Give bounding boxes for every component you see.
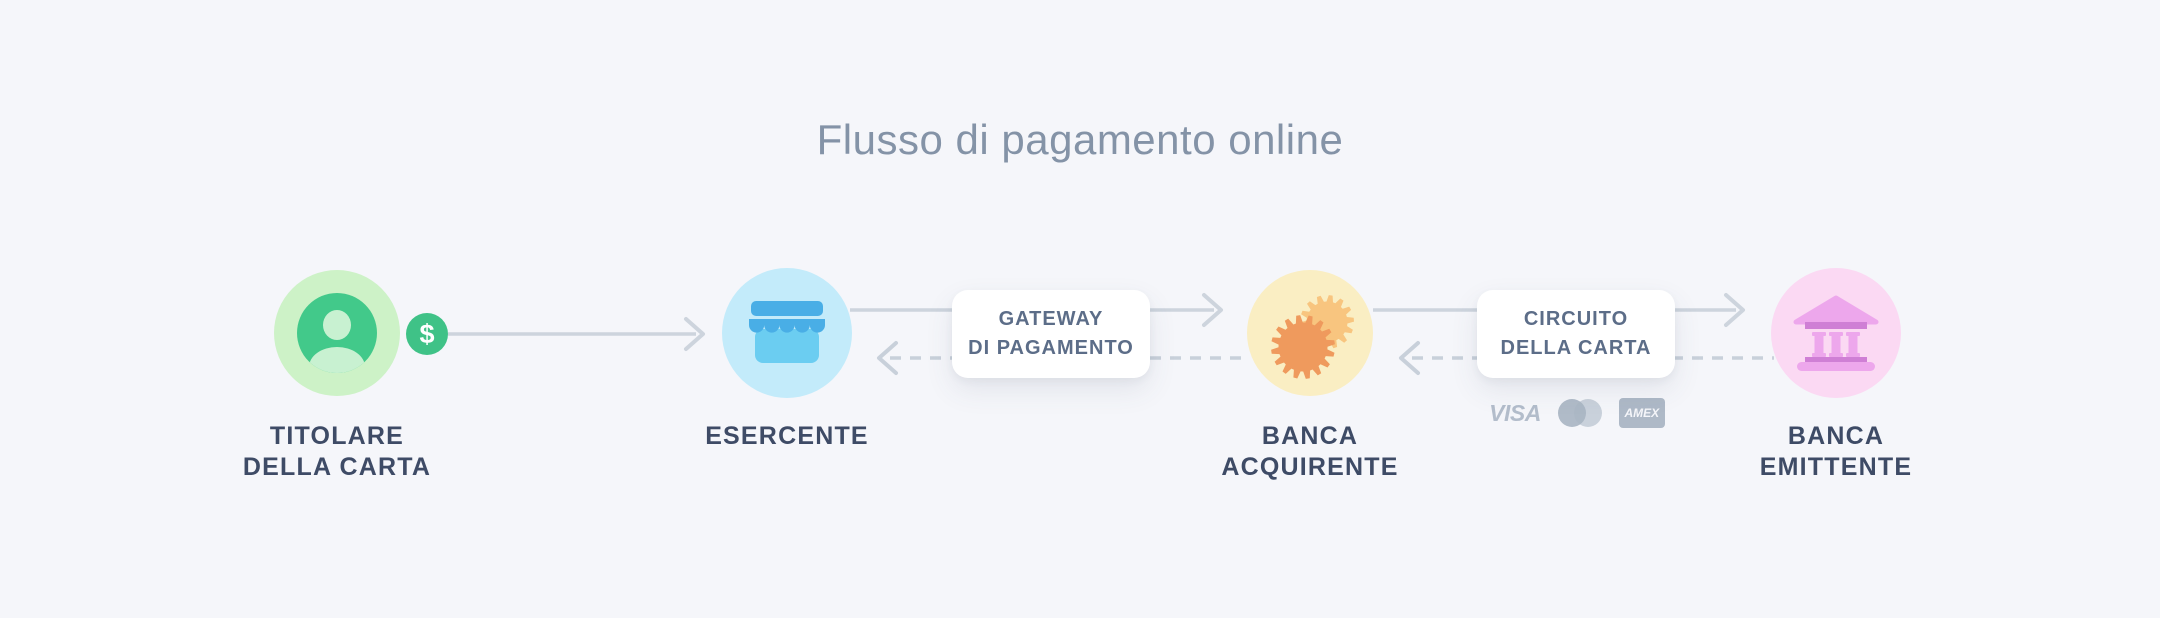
gears-icon bbox=[1271, 295, 1354, 379]
merchant-node bbox=[722, 268, 852, 398]
mastercard-left-circle bbox=[1557, 399, 1586, 427]
acquirer-label: BANCA ACQUIRENTE bbox=[1140, 421, 1480, 483]
network-box-line2: DELLA CARTA bbox=[1500, 337, 1652, 359]
payment-gateway-box: GATEWAY DI PAGAMENTO bbox=[952, 290, 1150, 378]
cardholder-label-line2: DELLA CARTA bbox=[242, 453, 432, 481]
network-box-line1: CIRCUITO bbox=[1523, 308, 1629, 330]
acquirer-label-line2: ACQUIRENTE bbox=[1221, 453, 1399, 481]
acquirer-node bbox=[1247, 270, 1373, 396]
issuer-label-line2: EMITTENTE bbox=[1759, 453, 1913, 481]
dollar-badge-icon: $ bbox=[406, 313, 448, 355]
person-head-shape bbox=[323, 310, 351, 340]
arrowhead-left-2 bbox=[1399, 341, 1420, 375]
person-body-shape bbox=[309, 347, 365, 373]
arrowhead-right-1 bbox=[684, 317, 705, 351]
gear-front-shape bbox=[1271, 315, 1335, 379]
cardholder-label-line1: TITOLARE bbox=[269, 422, 405, 450]
card-network-box: CIRCUITO DELLA CARTA bbox=[1477, 290, 1675, 378]
merchant-label: ESERCENTE bbox=[617, 421, 957, 452]
issuer-label-line1: BANCA bbox=[1787, 422, 1885, 450]
gateway-box-line2: DI PAGAMENTO bbox=[968, 337, 1134, 359]
issuer-node bbox=[1771, 268, 1901, 398]
amex-logo: AMEX bbox=[1618, 398, 1665, 428]
card-brand-logos: VISA AMEX bbox=[1482, 396, 1672, 430]
cardholder-label: TITOLARE DELLA CARTA bbox=[167, 421, 507, 483]
person-icon bbox=[297, 293, 377, 373]
gateway-box-line1: GATEWAY bbox=[998, 308, 1104, 330]
merchant-label-line1: ESERCENTE bbox=[705, 422, 869, 450]
issuer-label: BANCA EMITTENTE bbox=[1666, 421, 2006, 483]
arrowhead-right-3 bbox=[1724, 293, 1745, 327]
dollar-sign: $ bbox=[419, 318, 435, 349]
storefront-icon bbox=[749, 301, 825, 363]
arrowhead-left-1 bbox=[877, 341, 898, 375]
acquirer-label-line1: BANCA bbox=[1261, 422, 1359, 450]
diagram-title: Flusso di pagamento online bbox=[816, 116, 1344, 163]
bank-building-icon bbox=[1793, 295, 1879, 371]
arrowhead-right-2 bbox=[1202, 293, 1223, 327]
amex-text: AMEX bbox=[1624, 406, 1660, 420]
mastercard-circles-icon bbox=[1557, 399, 1602, 427]
cardholder-node bbox=[274, 270, 400, 396]
visa-logo: VISA bbox=[1489, 399, 1541, 426]
